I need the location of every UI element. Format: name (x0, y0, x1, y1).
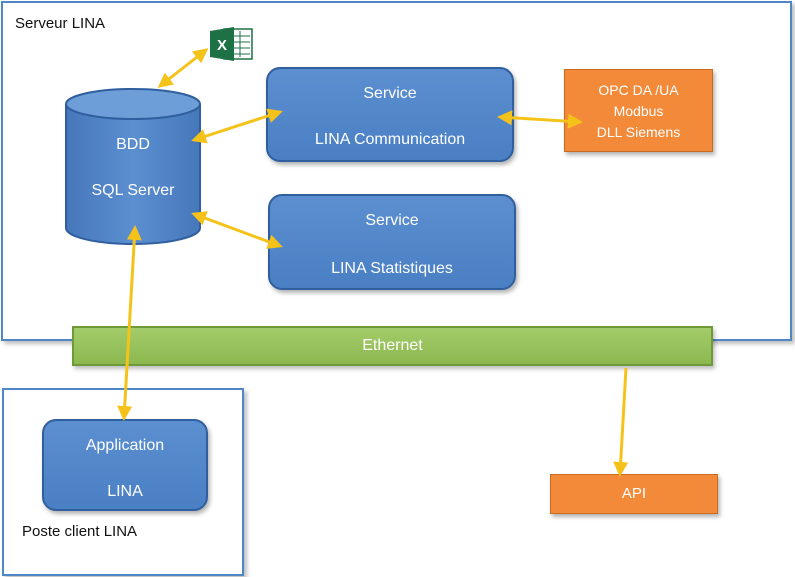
service-communication-line1: Service (363, 85, 417, 102)
database-label-2: SQL Server (91, 182, 175, 199)
protocols-line2: Modbus (613, 103, 664, 119)
client-label: Poste client LINA (22, 523, 138, 540)
service-statistiques-line2: LINA Statistiques (331, 260, 453, 277)
service-statistiques-line1: Service (365, 212, 419, 229)
service-statistiques-box: Service LINA Statistiques (268, 194, 516, 290)
protocols-box: OPC DA /UA Modbus DLL Siemens (564, 69, 713, 152)
database-cylinder-icon (65, 88, 201, 245)
arrow-db-communication (191, 108, 283, 144)
server-label: Serveur LINA (15, 15, 106, 32)
application-line2: LINA (107, 483, 143, 500)
excel-icon-letter: X (217, 37, 227, 54)
ethernet-label: Ethernet (362, 337, 423, 354)
service-communication-line2: LINA Communication (314, 131, 466, 148)
arrow-db-statistiques (191, 211, 283, 249)
arrow-db-excel (157, 48, 209, 88)
excel-icon: X (210, 27, 253, 61)
database-label-1: BDD (116, 136, 150, 153)
api-label: API (621, 485, 647, 502)
arrow-ethernet-api (613, 367, 629, 477)
ethernet-bar: Ethernet (72, 326, 713, 366)
protocols-line1: OPC DA /UA (598, 82, 679, 98)
api-box: API (550, 474, 718, 514)
application-line1: Application (85, 437, 165, 454)
application-box: Application LINA (42, 419, 208, 511)
protocols-line3: DLL Siemens (596, 124, 681, 140)
service-communication-box: Service LINA Communication (266, 67, 514, 162)
arrow-db-application (117, 225, 142, 421)
arrow-communication-protocols (497, 110, 583, 129)
